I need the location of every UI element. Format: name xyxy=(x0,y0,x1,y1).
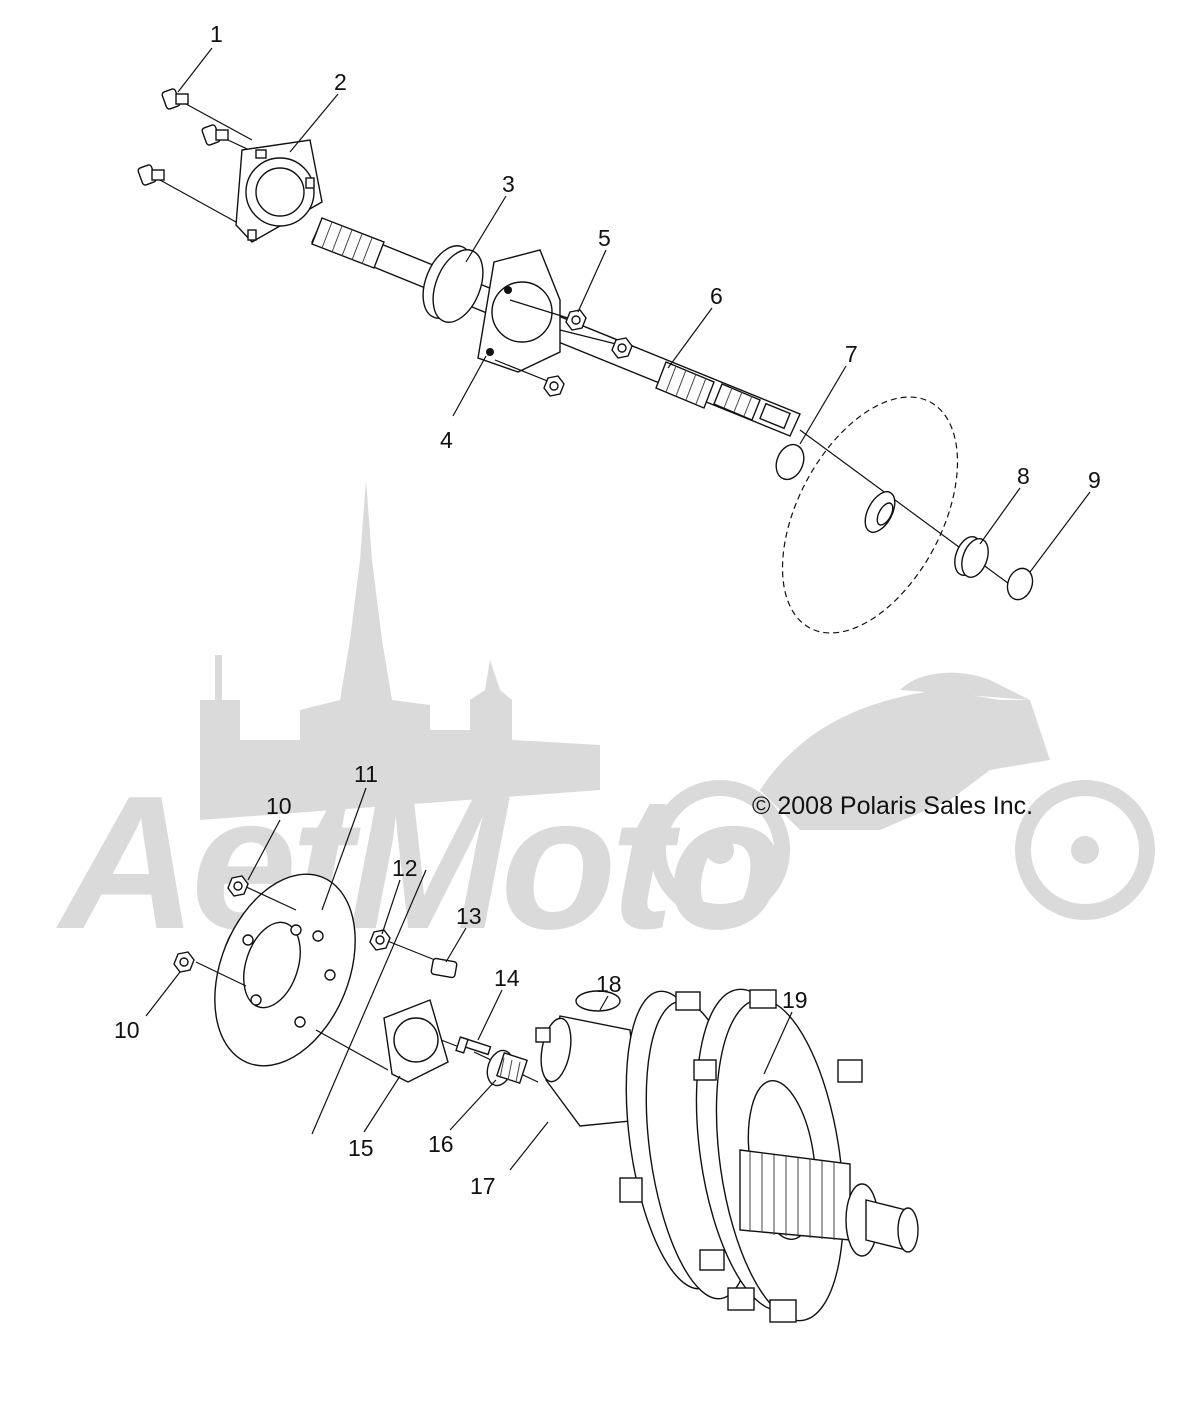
snap-ring-part-7 xyxy=(775,443,805,481)
gear-part-16 xyxy=(486,1049,529,1087)
watermark-logo: AetMoto xyxy=(56,480,1155,969)
brake-disc-phantom xyxy=(781,396,959,634)
callout-1: 1 xyxy=(210,21,223,47)
callout-4: 4 xyxy=(440,427,453,453)
callout-14: 14 xyxy=(494,965,520,991)
callout-10-bottom: 10 xyxy=(114,1017,140,1043)
callout-leaders xyxy=(145,47,1091,1171)
upper-assembly xyxy=(137,88,1034,634)
copyright-text: © 2008 Polaris Sales Inc. xyxy=(752,792,1033,820)
callout-10-top: 10 xyxy=(266,793,292,819)
nut-part-5 xyxy=(543,309,633,397)
ring-part-9 xyxy=(1006,567,1034,601)
lower-assembly xyxy=(173,869,919,1323)
callout-16: 16 xyxy=(428,1131,454,1157)
callout-3: 3 xyxy=(502,171,515,197)
bearing-part-3 xyxy=(422,245,484,323)
bearing-plate-part-4 xyxy=(477,249,561,373)
watermark-skyline xyxy=(200,480,600,820)
callout-13: 13 xyxy=(456,903,482,929)
callout-labels: 1 2 3 4 5 6 7 8 9 10 11 12 13 14 15 16 1… xyxy=(114,21,1101,1199)
callout-9: 9 xyxy=(1088,467,1101,493)
callout-15: 15 xyxy=(348,1135,374,1161)
callout-17: 17 xyxy=(470,1173,496,1199)
bolt-part-1 xyxy=(137,88,229,186)
nut-part-10 xyxy=(173,875,249,973)
callout-5: 5 xyxy=(598,225,611,251)
plate-part-15 xyxy=(383,999,449,1083)
callout-12: 12 xyxy=(392,855,418,881)
hub-flange-part-11 xyxy=(214,873,356,1067)
callout-18: 18 xyxy=(596,971,622,997)
driven-clutch-part-19 xyxy=(619,988,919,1323)
screw-part-14 xyxy=(455,1036,492,1056)
bolt-part-13 xyxy=(430,957,458,979)
callout-7: 7 xyxy=(845,341,858,367)
callout-19: 19 xyxy=(782,987,808,1013)
nut-part-12 xyxy=(369,929,391,951)
bearing-flange-part-2 xyxy=(235,139,323,243)
callout-6: 6 xyxy=(710,283,723,309)
watermark-text: AetMoto xyxy=(56,757,778,969)
callout-11: 11 xyxy=(354,761,378,787)
callout-8: 8 xyxy=(1017,463,1030,489)
callout-2: 2 xyxy=(334,69,347,95)
watermark-motorcycle xyxy=(650,672,1155,920)
starter-motor-part-17 xyxy=(535,990,641,1127)
seal-part-8 xyxy=(954,536,989,578)
